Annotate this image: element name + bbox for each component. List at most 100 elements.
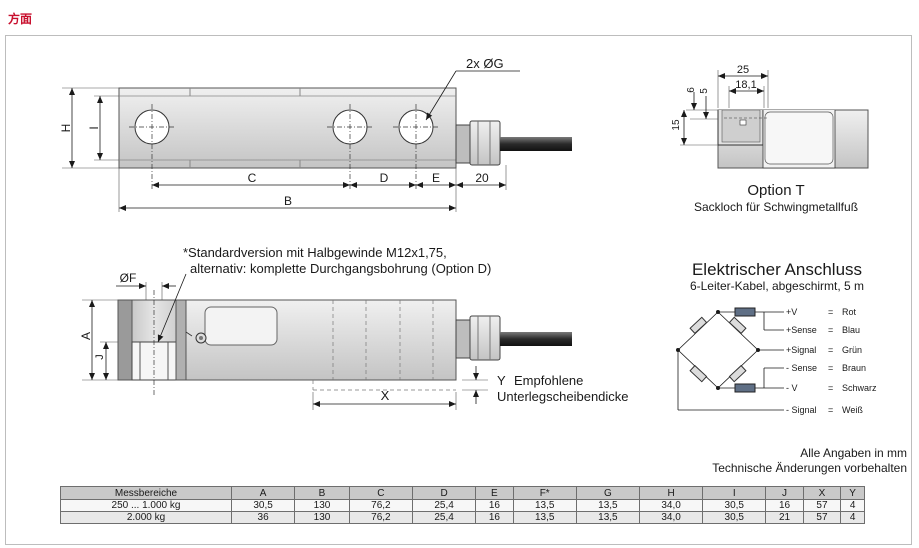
option-t-subtitle: Sackloch für Schwingmetallfuß: [694, 200, 858, 214]
table-header-cell: Y: [840, 486, 865, 500]
wire-name-2: +Sense: [786, 325, 817, 335]
table-header-cell: E: [475, 486, 514, 500]
compensation-resistor-bottom: [734, 383, 756, 393]
electrical-connection: Elektrischer Anschluss 6-Leiter-Kabel, a…: [676, 260, 877, 415]
side-note-line2: alternativ: komplette Durchgangsbohrung …: [190, 261, 491, 276]
table-row: 2.000 kg 36 130 76,2 25,4 16 13,5 13,5 3…: [60, 511, 865, 524]
table-cell: 13,5: [512, 511, 577, 524]
top-view: 2x ØG H I C D E 20 B: [59, 56, 572, 212]
table-cell: 130: [294, 499, 350, 512]
wire-color-4: Braun: [842, 363, 866, 373]
wire-name-5: - V: [786, 383, 798, 393]
cable-gland-top: [455, 124, 471, 164]
table-cell: 4: [840, 499, 865, 512]
dim-e: E: [432, 171, 440, 185]
wire-color-6: Weiß: [842, 405, 863, 415]
dim-a: A: [79, 332, 93, 340]
table-cell: 30,5: [702, 511, 767, 524]
table-cell: 16: [475, 511, 514, 524]
table-header-cell: A: [230, 486, 296, 500]
notes: Alle Angaben in mm Technische Änderungen…: [712, 446, 907, 476]
wire-color-5: Schwarz: [842, 383, 877, 393]
option-t-dim-6: 6: [686, 87, 697, 93]
cable-gland-side: [455, 319, 471, 359]
table-cell: 250 ... 1.000 kg: [60, 499, 232, 512]
table-cell: 76,2: [348, 511, 413, 524]
wire-eq-5: =: [828, 383, 833, 393]
table-cell: 30,5: [702, 499, 767, 512]
table-header-cell: I: [702, 486, 767, 500]
page-heading: 方面: [8, 12, 33, 26]
table-header-cell: G: [575, 486, 640, 500]
wire-eq-1: =: [828, 307, 833, 317]
table-cell: 57: [802, 511, 842, 524]
table-cell: 25,4: [411, 511, 477, 524]
dim-y: Y: [497, 373, 506, 388]
option-t-view: 25 18,1 6 5 15 Option T Sackloch für Sch…: [671, 64, 869, 214]
notes-disclaimer: Technische Änderungen vorbehalten: [712, 461, 907, 475]
dim-c: C: [248, 171, 257, 185]
dim-b: B: [284, 194, 292, 208]
table-header-cell: X: [802, 486, 842, 500]
table-cell: 16: [475, 499, 514, 512]
table-cell: 34,0: [638, 499, 704, 512]
compensation-resistor-top: [734, 307, 756, 317]
table-cell: 30,5: [230, 499, 296, 512]
connection-subtitle: 6-Leiter-Kabel, abgeschirmt, 5 m: [690, 279, 864, 293]
dim-cable: 20: [475, 171, 489, 185]
cable-top: [500, 137, 572, 151]
wire-color-2: Blau: [842, 325, 860, 335]
table-cell: 57: [802, 499, 842, 512]
dimension-table: Messbereiche A B C D E F* G H I J X Y 25…: [60, 486, 865, 524]
table-cell: 34,0: [638, 511, 704, 524]
wire-color-3: Grün: [842, 345, 862, 355]
option-t-dim-25: 25: [737, 64, 749, 76]
option-t-title: Option T: [747, 182, 804, 199]
table-row: 250 ... 1.000 kg 30,5 130 76,2 25,4 16 1…: [60, 499, 865, 512]
bridge-resistor-2: [728, 316, 747, 335]
notes-units: Alle Angaben in mm: [800, 446, 907, 460]
wire-eq-3: =: [828, 345, 833, 355]
table-header-cell: D: [411, 486, 477, 500]
table-cell: 130: [294, 511, 350, 524]
option-t-dim-5: 5: [699, 88, 710, 94]
holes-label: 2x ØG: [466, 56, 504, 71]
table-header-cell: B: [294, 486, 350, 500]
dim-f: ØF: [120, 271, 137, 285]
table-cell: 13,5: [575, 499, 640, 512]
bridge-resistor-4: [728, 364, 747, 383]
dim-x: X: [381, 388, 390, 403]
table-cell: 21: [765, 511, 804, 524]
cable-side: [500, 332, 572, 346]
dim-j: J: [94, 354, 106, 360]
table-header-cell: H: [638, 486, 704, 500]
dim-h: H: [59, 124, 73, 133]
wire-color-1: Rot: [842, 307, 857, 317]
connection-title: Elektrischer Anschluss: [692, 260, 862, 279]
bridge-resistor-1: [689, 316, 708, 335]
option-t-dim-18: 18,1: [735, 79, 756, 91]
dim-d: D: [380, 171, 389, 185]
table-cell: 4: [840, 511, 865, 524]
wire-name-6: - Signal: [786, 405, 817, 415]
table-cell: 13,5: [512, 499, 577, 512]
washer-note-line1: Empfohlene: [514, 373, 583, 388]
table-cell: 25,4: [411, 499, 477, 512]
table-header-cell: C: [348, 486, 413, 500]
table-header-cell: Messbereiche: [60, 486, 232, 500]
table-cell: 16: [765, 499, 804, 512]
wire-eq-2: =: [828, 325, 833, 335]
table-cell: 13,5: [575, 511, 640, 524]
washer-note-line2: Unterlegscheibendicke: [497, 389, 629, 404]
wire-eq-4: =: [828, 363, 833, 373]
wire-name-4: - Sense: [786, 363, 817, 373]
table-header-cell: J: [765, 486, 804, 500]
table-header-row: Messbereiche A B C D E F* G H I J X Y: [60, 486, 865, 500]
wire-name-3: +Signal: [786, 345, 816, 355]
table-cell: 76,2: [348, 499, 413, 512]
table-header-cell: F*: [512, 486, 577, 500]
wire-name-1: +V: [786, 307, 797, 317]
dim-i: I: [87, 126, 101, 129]
bridge-resistor-3: [689, 364, 708, 383]
